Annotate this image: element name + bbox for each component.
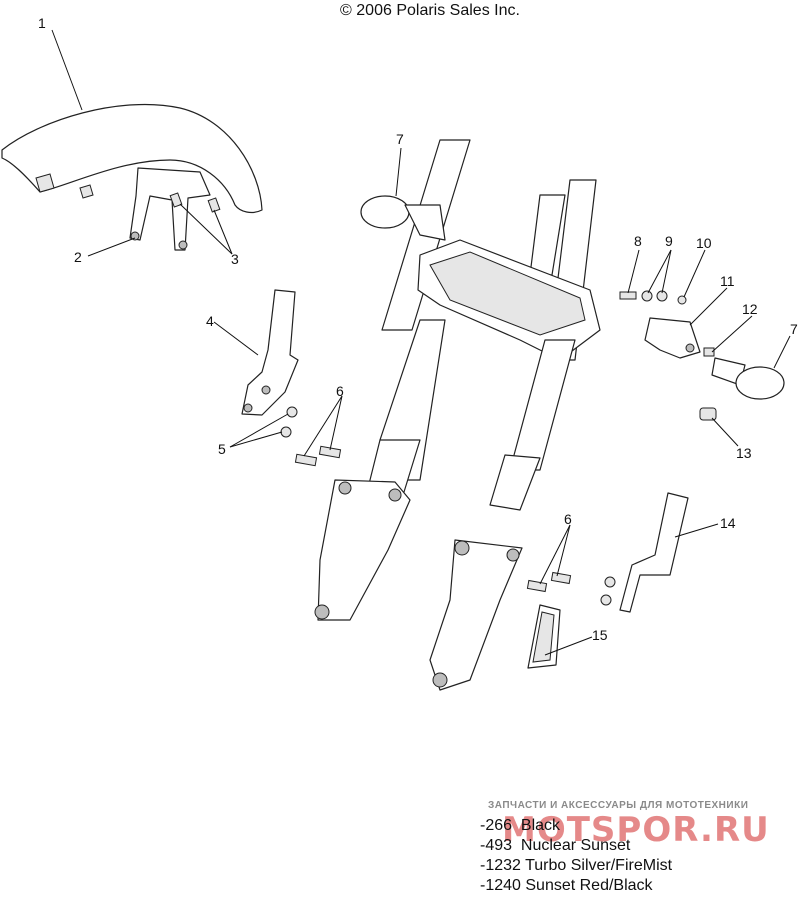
color-option: -266 Black — [480, 817, 561, 834]
watermark-logo: MOTSPOR.RU — [502, 810, 770, 850]
callout-12: 12 — [742, 301, 758, 317]
watermark-text: ЗАПЧАСТИ И АКСЕССУАРЫ ДЛЯ МОТОТЕХНИКИ — [488, 800, 749, 811]
callout-9: 9 — [665, 233, 673, 249]
callout-4: 4 — [206, 313, 214, 329]
color-option: -493 Nuclear Sunset — [480, 837, 631, 854]
callout-11: 11 — [720, 273, 735, 289]
bolts-6-right — [526, 571, 572, 593]
callouts: 1 2 3 4 5 6 6 7 7 8 9 10 11 12 13 14 15 — [38, 15, 798, 643]
fork-leg-right — [429, 339, 576, 691]
color-options-list: -266 Black -493 Nuclear Sunset -1232 Tur… — [480, 816, 672, 896]
callout-10: 10 — [696, 235, 712, 251]
fork-leg-left — [314, 319, 446, 621]
callout-15: 15 — [592, 627, 608, 643]
color-option: -1232 Turbo Silver/FireMist — [480, 857, 673, 874]
callout-5: 5 — [218, 441, 226, 457]
callout-7a: 7 — [396, 131, 404, 147]
cap-13 — [699, 407, 717, 421]
turn-signal-left — [360, 195, 446, 241]
right-bracket — [619, 492, 689, 613]
callout-6b: 6 — [564, 511, 572, 527]
turn-signal-right — [711, 357, 785, 400]
leader-lines — [51, 29, 791, 656]
fender — [1, 103, 263, 214]
callout-6a: 6 — [336, 383, 344, 399]
signal-bracket — [644, 317, 701, 359]
reflector — [527, 604, 561, 669]
left-bracket — [241, 289, 299, 416]
hardware-8-9-10 — [619, 290, 687, 305]
triple-clamp — [417, 239, 601, 361]
nuts-5 — [280, 406, 298, 438]
callout-1: 1 — [38, 15, 46, 31]
fender-bracket — [129, 167, 211, 251]
callout-7b: 7 — [790, 321, 798, 337]
callout-2: 2 — [74, 249, 82, 265]
callout-3: 3 — [231, 251, 239, 267]
color-option: -1240 Sunset Red/Black — [480, 877, 653, 894]
copyright-notice: © 2006 Polaris Sales Inc. — [340, 2, 520, 19]
callout-14: 14 — [720, 515, 736, 531]
callout-13: 13 — [736, 445, 752, 461]
fender-bolts — [169, 192, 221, 213]
bolt-12 — [703, 347, 715, 357]
bolts-6-left — [294, 445, 342, 467]
callout-8: 8 — [634, 233, 642, 249]
nuts-14 — [600, 576, 616, 606]
